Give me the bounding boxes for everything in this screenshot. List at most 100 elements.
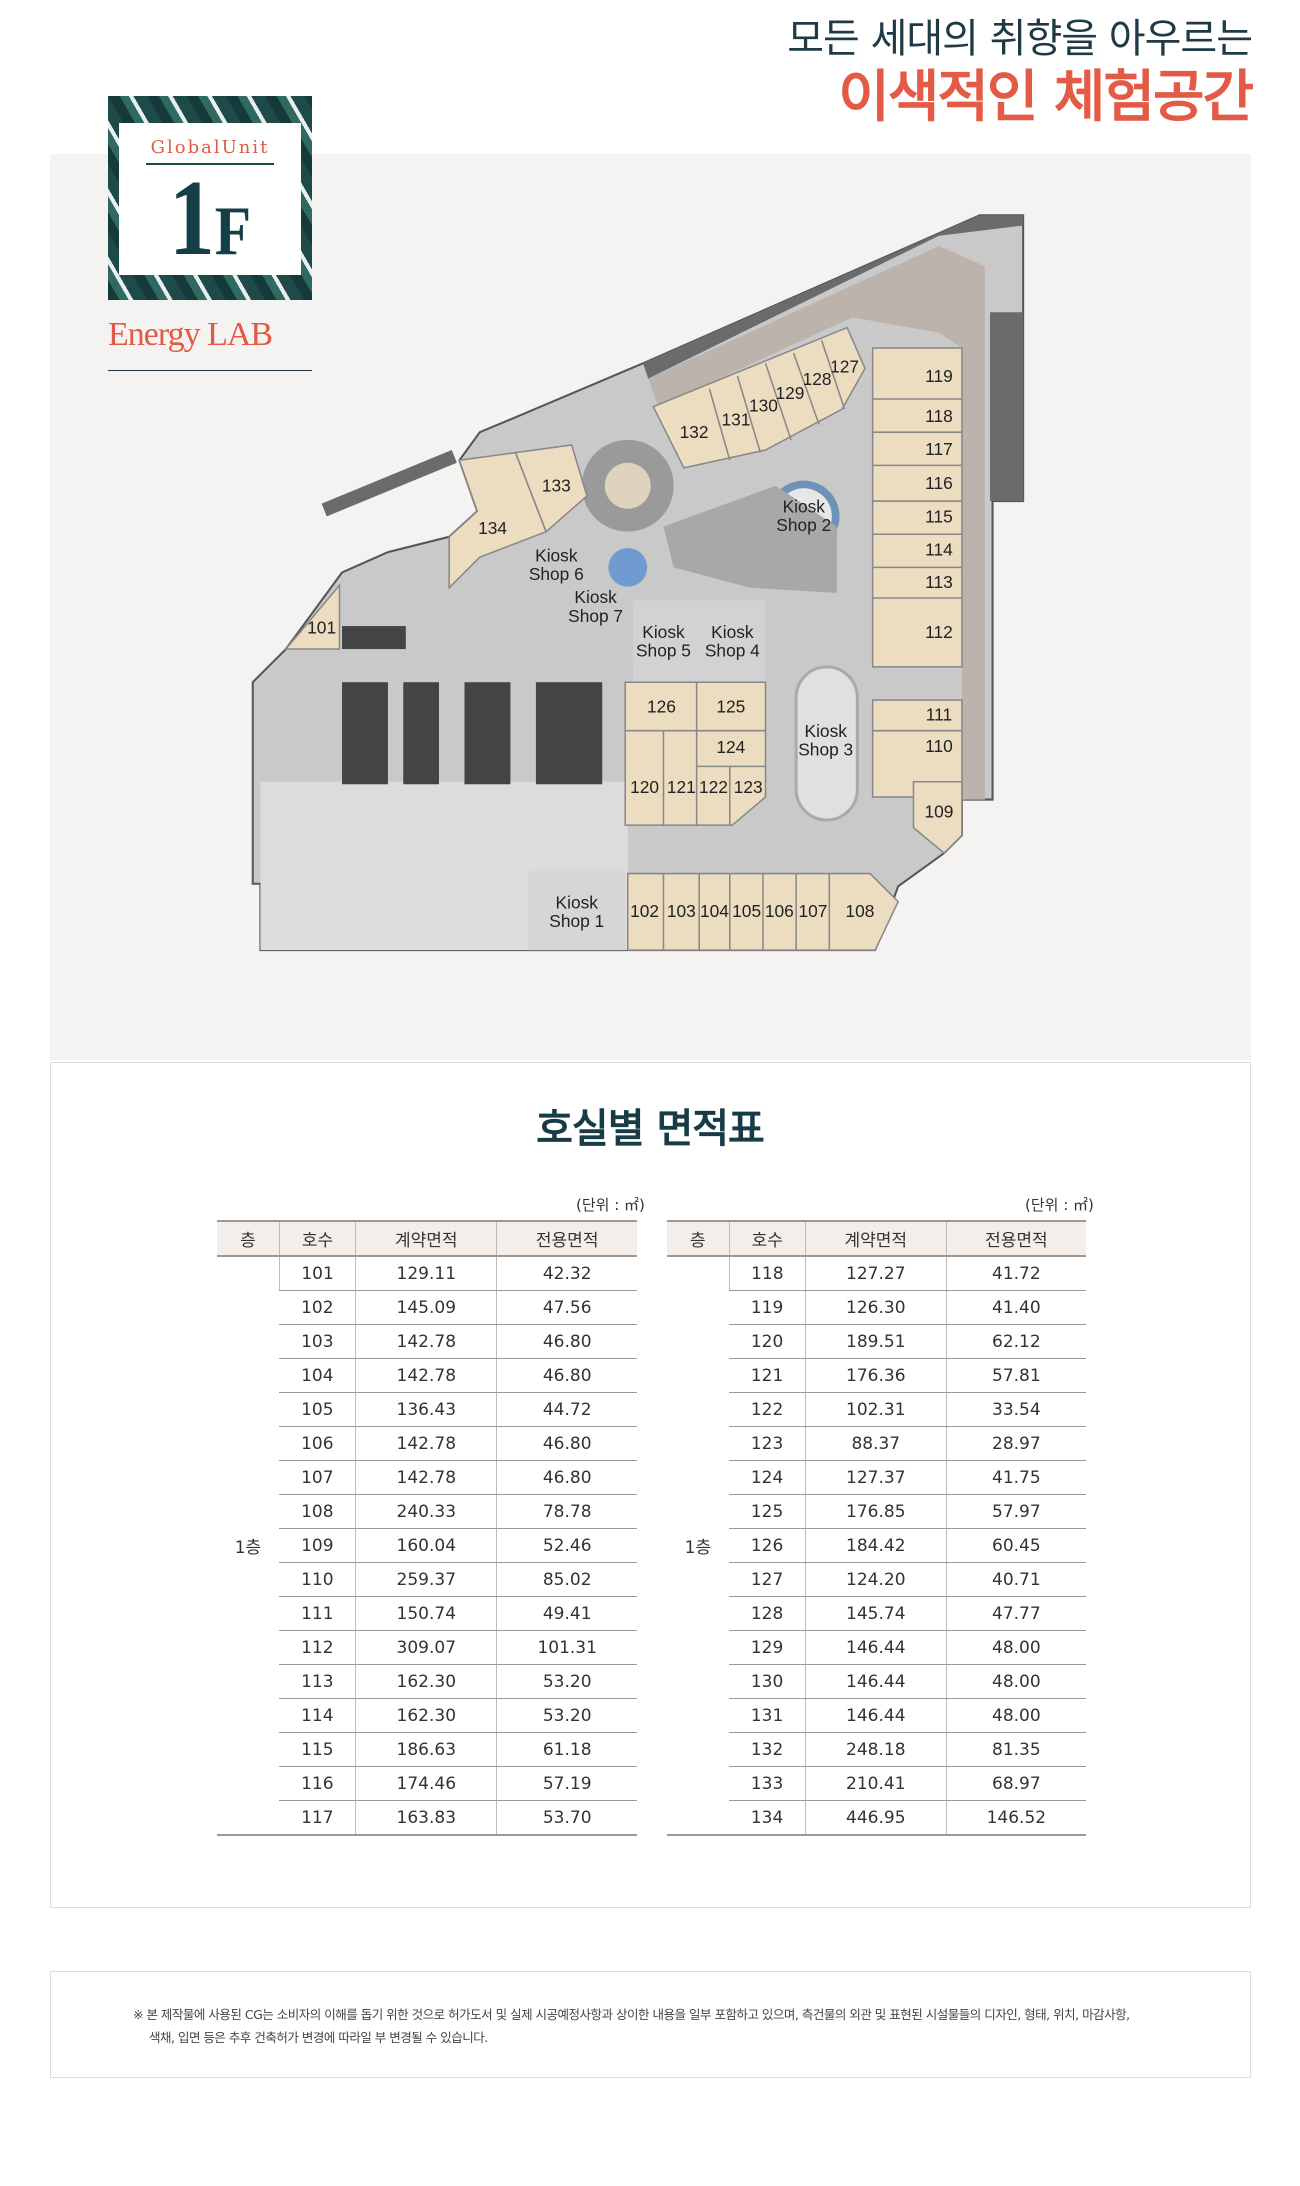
unit-number: 121: [729, 1358, 806, 1393]
column-header: 층: [667, 1220, 730, 1257]
contract-area: 145.74: [804, 1596, 947, 1631]
unit-label-109: 109: [925, 801, 954, 821]
unit-label-132: 132: [680, 422, 709, 442]
contract-area: 248.18: [804, 1732, 947, 1767]
unit-label-106: 106: [765, 901, 794, 921]
area-table-title: 호실별 면적표: [536, 1106, 765, 1152]
exclusive-area: 78.78: [496, 1494, 637, 1529]
exclusive-area: 42.32: [496, 1256, 637, 1291]
exclusive-area: 60.45: [945, 1528, 1086, 1563]
floor-number: 1: [168, 159, 215, 278]
kiosk-label: Kiosk: [642, 622, 685, 642]
unit-number: 114: [279, 1698, 356, 1733]
unit-number: 112: [279, 1630, 356, 1665]
kiosk-label: Kiosk: [556, 892, 599, 912]
unit-label-117: 117: [925, 439, 953, 459]
zone-divider: [108, 370, 312, 371]
contract-area: 210.41: [804, 1766, 947, 1801]
unit-number: 101: [278, 1256, 356, 1291]
exclusive-area: 48.00: [945, 1630, 1086, 1665]
unit-label-121: 121: [667, 777, 696, 797]
unit-label-114: 114: [925, 540, 953, 560]
exclusive-area: 28.97: [945, 1426, 1086, 1461]
contract-area: 127.27: [804, 1256, 947, 1291]
unit-number: 111: [279, 1596, 356, 1631]
badge-floor: 1F: [133, 165, 288, 282]
unit-number: 108: [279, 1494, 356, 1529]
contract-area: 163.83: [355, 1800, 497, 1836]
east-wall: [990, 312, 1024, 502]
exclusive-area: 46.80: [496, 1324, 637, 1359]
exclusive-area: 46.80: [496, 1358, 637, 1393]
exclusive-area: 101.31: [496, 1630, 637, 1665]
exclusive-area: 85.02: [496, 1562, 637, 1597]
column-header: 계약면적: [355, 1220, 497, 1257]
unit-number: 113: [279, 1664, 356, 1699]
contract-area: 126.30: [804, 1290, 947, 1325]
kiosk-label: Shop 4: [705, 641, 760, 661]
exclusive-area: 57.19: [496, 1766, 637, 1801]
exclusive-area: 48.00: [945, 1664, 1086, 1699]
column-header: 전용면적: [496, 1220, 637, 1257]
disclaimer-line1: ※ 본 제작물에 사용된 CG는 소비자의 이해를 돕기 위한 것으로 허가도서…: [133, 2007, 1130, 2022]
kiosk-label: Kiosk: [535, 545, 578, 565]
unit-label-108: 108: [845, 901, 874, 921]
unit-label-111: 111: [926, 704, 952, 724]
exclusive-area: 46.80: [496, 1426, 637, 1461]
floor-badge: GlobalUnit 1F: [108, 96, 312, 300]
exclusive-area: 53.20: [496, 1698, 637, 1733]
contract-area: 129.11: [355, 1256, 497, 1291]
contract-area: 150.74: [355, 1596, 497, 1631]
column-header: 계약면적: [804, 1220, 947, 1257]
unit-label-123: 123: [734, 777, 763, 797]
unit-number: 120: [729, 1324, 806, 1359]
contract-area: 162.30: [355, 1698, 497, 1733]
headline-line2: 이색적인 체험공간: [838, 65, 1254, 130]
unit-number: 103: [279, 1324, 356, 1359]
contract-area: 259.37: [355, 1562, 497, 1597]
unit-label-115: 115: [925, 506, 953, 526]
unit-number: 124: [729, 1460, 806, 1495]
contract-area: 162.30: [355, 1664, 497, 1699]
unit-number: 106: [279, 1426, 356, 1461]
contract-area: 136.43: [355, 1392, 497, 1427]
unit-label-120: 120: [630, 777, 659, 797]
column-header: 층: [217, 1220, 280, 1257]
kiosk-label: Shop 3: [798, 740, 853, 760]
kiosk-label: Shop 5: [636, 641, 691, 661]
badge-brand: GlobalUnit: [150, 137, 270, 158]
contract-area: 184.42: [804, 1528, 947, 1563]
kiosk-label: Kiosk: [711, 622, 754, 642]
exclusive-area: 47.77: [945, 1596, 1086, 1631]
exclusive-area: 44.72: [496, 1392, 637, 1427]
unit-number: 126: [729, 1528, 806, 1563]
exclusive-area: 146.52: [945, 1800, 1086, 1836]
contract-area: 145.09: [355, 1290, 497, 1325]
unit-number: 130: [729, 1664, 806, 1699]
contract-area: 174.46: [355, 1766, 497, 1801]
unit-label-118: 118: [925, 406, 953, 426]
exclusive-area: 33.54: [945, 1392, 1086, 1427]
exclusive-area: 49.41: [496, 1596, 637, 1631]
kiosk-label: Kiosk: [783, 496, 826, 516]
unit-label-105: 105: [732, 901, 761, 921]
contract-area: 309.07: [355, 1630, 497, 1665]
contract-area: 142.78: [355, 1358, 497, 1393]
contract-area: 176.36: [804, 1358, 947, 1393]
exclusive-area: 47.56: [496, 1290, 637, 1325]
